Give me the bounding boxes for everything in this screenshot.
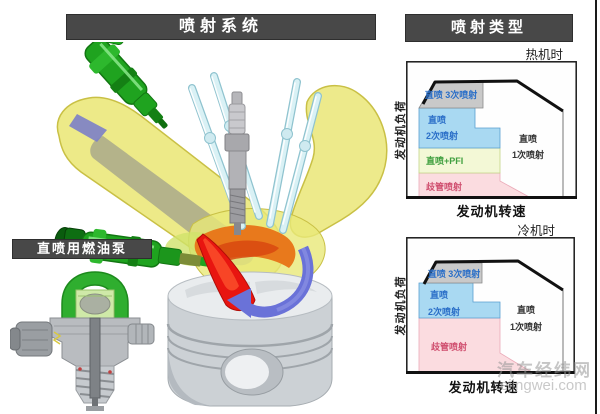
region-label-manifold: 歧管喷射 — [426, 181, 462, 192]
region-label-di1-1: 直喷 — [519, 133, 537, 144]
pump-plunger-and-spring — [75, 317, 115, 411]
spark-plug — [224, 91, 250, 235]
region-label-di2-1: 直喷 — [428, 114, 446, 125]
system-title-bar: 喷射系统 — [66, 14, 376, 40]
injection-map-warm: 直喷 3次喷射 直喷 2次喷射 直喷+PFI 歧管喷射 直喷 1次喷射 — [406, 61, 577, 199]
region-label-di2-1: 直喷 — [430, 289, 448, 300]
region-label-di1-2: 1次喷射 — [510, 321, 542, 332]
injection-map-cold: 直喷 3次喷射 直喷 2次喷射 歧管喷射 直喷 1次喷射 — [406, 237, 575, 374]
full-load-line — [421, 79, 564, 113]
region-label-di3: 直喷 3次喷射 — [425, 89, 478, 100]
condition-label-cold: 冷机时 — [517, 224, 555, 238]
watermark-domain: ejingwei.com — [500, 377, 587, 394]
region-label-di-pfi: 直喷+PFI — [426, 155, 463, 166]
full-load-line — [422, 259, 564, 292]
region-label-manifold: 歧管喷射 — [431, 341, 467, 352]
valve-stem — [279, 92, 322, 234]
condition-label-warm: 热机时 — [525, 48, 563, 62]
region-label-di2-2: 2次喷射 — [428, 306, 460, 317]
tumble-arrow-icon — [227, 245, 314, 318]
x-axis-label-cold: 发动机转速 — [448, 380, 519, 395]
watermark-site-name: 汽车经纬网 — [497, 361, 592, 380]
pump-title-bar: 直喷用燃油泵 — [12, 239, 152, 259]
region-label-di3: 直喷 3次喷射 — [428, 268, 481, 279]
pump-body — [10, 317, 155, 367]
region-label-di1-2: 1次喷射 — [512, 149, 544, 160]
fuel-pump-cross-section — [10, 271, 155, 411]
fuel-injector-upper — [84, 42, 168, 129]
page-right-border — [595, 0, 597, 414]
region-label-di2-2: 2次喷射 — [426, 130, 458, 141]
manifold-cut-face — [69, 114, 107, 142]
pump-cap — [61, 271, 129, 321]
region-label-di1-1: 直喷 — [517, 304, 535, 315]
x-axis-label-warm: 发动机转速 — [456, 204, 527, 219]
valve-stem — [266, 78, 301, 228]
injection-type-title-bar: 喷射类型 — [405, 14, 573, 42]
